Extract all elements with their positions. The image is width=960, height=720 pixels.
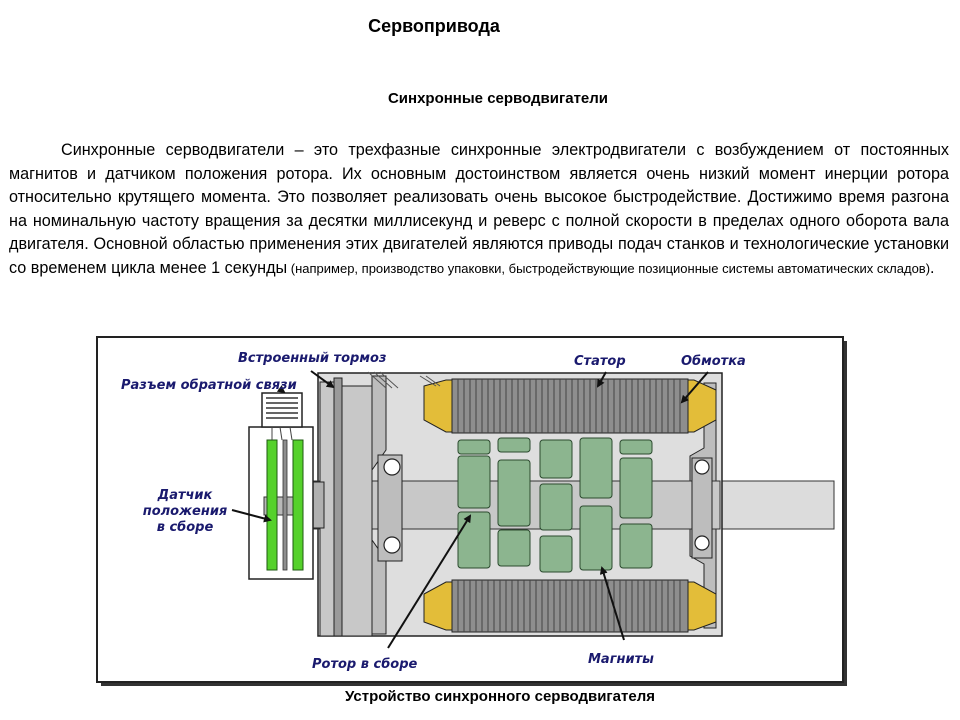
brake-wires [367, 371, 441, 389]
label-connector: Разъем обратной связи [121, 378, 297, 393]
winding-end-top-left [423, 379, 453, 433]
paragraph-end: . [930, 258, 935, 277]
pointer-lines [231, 370, 709, 649]
sensor-strip-mid [282, 439, 288, 571]
label-sensor-line2: положения [142, 504, 228, 519]
right-bearing-ball-bottom [694, 535, 710, 551]
pointer-winding [680, 371, 709, 404]
brake-disc-2 [333, 377, 343, 637]
paragraph-main-text: Синхронные серводвигатели – это трехфазн… [9, 141, 949, 277]
right-bearing [691, 457, 713, 559]
section-subtitle: Синхронные серводвигатели [387, 90, 609, 107]
label-stator: Статор [574, 354, 626, 369]
pointer-connector [276, 385, 286, 394]
label-brake: Встроенный тормоз [238, 351, 387, 366]
connector-pins [266, 397, 298, 419]
label-sensor-line1: Датчик [157, 488, 213, 503]
shaft-end [719, 480, 835, 530]
label-sensor-line3: в сборе [156, 520, 214, 535]
pointer-rotor [387, 514, 472, 649]
pointer-magnets [599, 566, 625, 641]
pointer-stator [597, 371, 607, 388]
stator-bottom-lamination [457, 580, 681, 632]
label-magnets: Магниты [588, 652, 654, 667]
right-bearing-ball-top [694, 459, 710, 475]
brake-disc-3 [341, 385, 373, 637]
label-sensor: Датчик положения в сборе [130, 488, 240, 536]
pointer-brake [310, 370, 335, 389]
page-title: Сервопривода [368, 16, 500, 36]
left-bearing-ball-top [383, 458, 401, 476]
sensor-strip-right [292, 439, 304, 571]
paragraph-note-text: (например, производство упаковки, быстро… [287, 260, 931, 276]
winding-end-top-right [687, 379, 717, 433]
connector-wires [271, 426, 293, 441]
stator-top-lamination [457, 379, 681, 433]
winding-end-bottom-right [687, 581, 717, 631]
stator-top [451, 378, 689, 434]
figure-caption: Устройство синхронного серводвигателя [345, 688, 655, 705]
left-bearing-ball-bottom [383, 536, 401, 554]
label-rotor: Ротор в сборе [312, 657, 418, 672]
stator-bottom [451, 579, 689, 633]
sensor-strip-left [266, 439, 278, 571]
rotor-magnets [457, 437, 653, 573]
pointer-sensor [231, 509, 272, 523]
winding-end-bottom-left [423, 581, 453, 631]
label-winding: Обмотка [681, 354, 746, 369]
description-paragraph: Синхронные серводвигатели – это трехфазн… [9, 139, 949, 280]
